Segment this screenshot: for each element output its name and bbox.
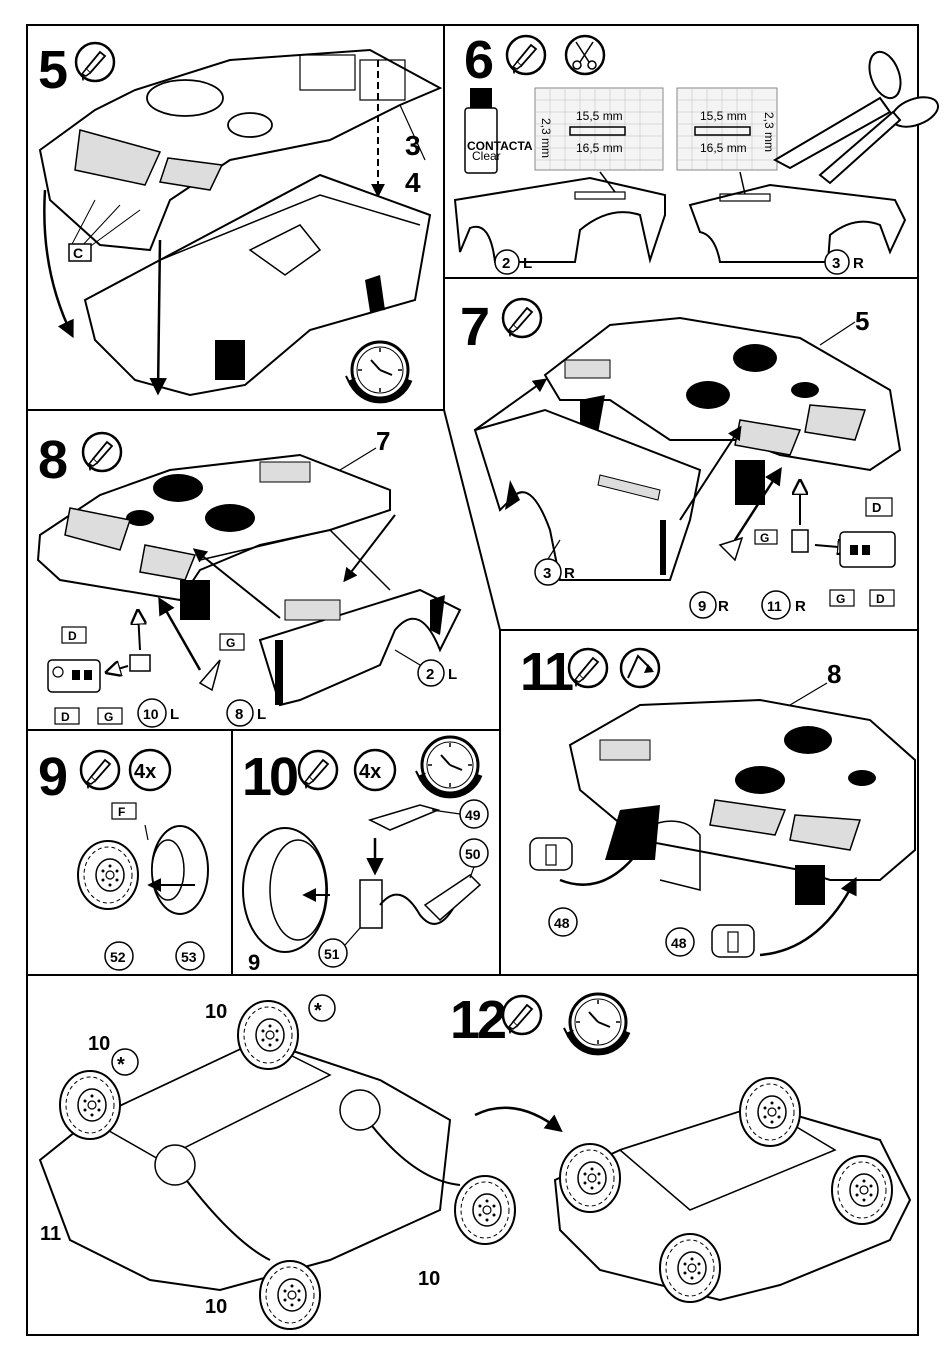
svg-text:15,5 mm: 15,5 mm [576, 109, 623, 123]
svg-text:10: 10 [418, 1268, 440, 1290]
part-49 [370, 805, 438, 830]
svg-text:9: 9 [248, 950, 260, 975]
svg-text:D: D [61, 710, 70, 724]
part-label-4: 4 [405, 167, 421, 198]
svg-text:L: L [170, 706, 179, 723]
svg-text:2: 2 [426, 666, 434, 683]
svg-text:16,5 mm: 16,5 mm [576, 141, 623, 155]
svg-text:L: L [257, 706, 266, 723]
quantity-label: 4x [359, 761, 381, 783]
part-50 [425, 875, 480, 920]
svg-text:2: 2 [502, 255, 510, 272]
part-label-5: 5 [855, 306, 869, 336]
svg-text:R: R [564, 565, 575, 582]
svg-text:8: 8 [235, 706, 243, 723]
measure-grid-left: 15,5 mm 16,5 mm 2,3 mm [535, 88, 663, 170]
svg-text:2,3 mm: 2,3 mm [762, 112, 776, 152]
svg-text:F: F [118, 805, 125, 819]
glue-tube-icon [76, 43, 114, 81]
glue-tube-icon [299, 751, 337, 789]
part-51 [360, 880, 382, 928]
svg-text:10: 10 [205, 1296, 227, 1318]
step-number: 9 [38, 747, 67, 807]
side-panel-right [690, 185, 905, 262]
part-label-8: 8 [827, 659, 841, 689]
glue-tube-icon [503, 299, 541, 337]
svg-text:G: G [836, 592, 845, 606]
flip-over-icon [621, 649, 659, 687]
svg-text:R: R [718, 598, 729, 615]
svg-text:51: 51 [324, 946, 340, 962]
svg-text:15,5 mm: 15,5 mm [700, 109, 747, 123]
glue-tube-icon [569, 649, 607, 687]
side-panel-left [455, 178, 665, 262]
cement-bottle: CONTACTA Clear [465, 88, 533, 173]
glue-tube-icon [81, 751, 119, 789]
part-48-clip [530, 838, 572, 870]
svg-text:11: 11 [40, 1223, 61, 1245]
step-number: 6 [464, 30, 493, 90]
svg-text:3: 3 [832, 255, 840, 272]
step-number: 12 [450, 990, 505, 1050]
svg-text:R: R [795, 598, 806, 615]
step-11: 11 8 48 48 [520, 642, 915, 957]
scissors-illustration [775, 48, 942, 183]
svg-text:L: L [523, 255, 532, 272]
svg-text:*: * [314, 1000, 322, 1022]
measure-grid-right: 15,5 mm 16,5 mm 2,3 mm [677, 88, 777, 170]
clock-icon [416, 737, 480, 796]
scissors-icon [566, 36, 604, 74]
step-10: 10 4x 49 50 51 9 [242, 737, 488, 975]
svg-text:Clear: Clear [472, 149, 501, 163]
step-8: 8 7 2 L D D G 10 [38, 426, 460, 727]
svg-text:L: L [448, 666, 457, 683]
svg-text:53: 53 [181, 949, 197, 965]
quantity-label: 4x [134, 761, 156, 783]
svg-text:3: 3 [543, 565, 551, 582]
svg-text:D: D [876, 592, 885, 606]
svg-text:G: G [760, 531, 769, 545]
svg-text:10: 10 [143, 706, 159, 722]
step-number: 8 [38, 430, 67, 490]
step-6: 6 CONTACTA Clear 15,5 mm 16,5 mm 2, [455, 30, 942, 274]
step-number: 5 [38, 40, 67, 100]
svg-text:G: G [104, 710, 113, 724]
svg-text:10: 10 [88, 1033, 110, 1055]
svg-text:50: 50 [465, 846, 481, 862]
svg-text:D: D [68, 629, 77, 643]
tire-52 [78, 841, 138, 909]
svg-text:48: 48 [671, 935, 687, 951]
svg-text:9: 9 [698, 598, 706, 615]
svg-text:11: 11 [767, 598, 782, 614]
step-7: 7 5 3 R G 9 R 11 R [460, 297, 900, 619]
part-48-clip [712, 925, 754, 957]
part-label-3: 3 [405, 130, 421, 161]
step-12: 12 10 10 10 10 11 * * [40, 990, 910, 1329]
svg-text:*: * [117, 1054, 125, 1076]
svg-text:49: 49 [465, 807, 481, 823]
svg-text:52: 52 [110, 949, 126, 965]
svg-text:2,3 mm: 2,3 mm [539, 118, 553, 158]
svg-text:R: R [853, 255, 864, 272]
part-label-7: 7 [376, 426, 390, 456]
glue-tube-icon [83, 433, 121, 471]
step-9: 9 4x F 52 53 [38, 747, 208, 970]
decal-label-c: C [73, 245, 83, 261]
clock-icon [346, 342, 410, 401]
svg-text:G: G [226, 636, 235, 650]
step-number: 11 [520, 642, 573, 702]
svg-text:48: 48 [554, 915, 570, 931]
glue-tube-icon [507, 36, 545, 74]
svg-text:10: 10 [205, 1001, 227, 1023]
clock-icon [564, 994, 628, 1053]
step-number: 7 [460, 297, 488, 357]
svg-text:16,5 mm: 16,5 mm [700, 141, 747, 155]
step-number: 10 [242, 747, 297, 807]
svg-text:D: D [872, 500, 881, 515]
step-5: 5 3 4 C [38, 40, 440, 401]
glue-tube-icon [503, 996, 541, 1034]
